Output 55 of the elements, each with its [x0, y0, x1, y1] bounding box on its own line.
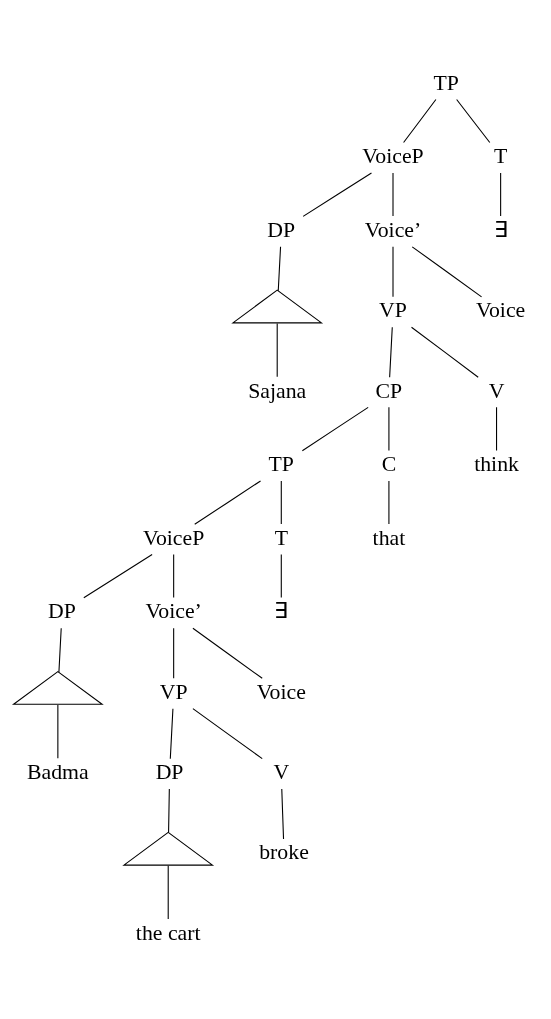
node-text: think: [474, 452, 519, 477]
connector: [194, 480, 262, 525]
node-text: that: [372, 525, 406, 550]
connector: [301, 406, 369, 452]
connector: [192, 627, 263, 679]
node-text: VoiceP: [143, 525, 205, 550]
node-text: V: [488, 378, 505, 403]
node-text: Voice: [476, 298, 526, 323]
connector: [57, 704, 59, 759]
node-triangle: [231, 289, 324, 324]
node-text: VP: [159, 679, 188, 704]
connector: [500, 172, 502, 217]
node-text: the cart: [135, 920, 201, 945]
node-text: broke: [259, 840, 309, 865]
connector: [83, 553, 153, 599]
node-text: TP: [268, 452, 294, 477]
connector: [192, 708, 263, 760]
connector: [411, 246, 483, 298]
connector: [168, 788, 170, 833]
node-text: VoiceP: [362, 144, 424, 169]
connector: [280, 553, 282, 599]
connector: [403, 98, 437, 144]
connector: [58, 627, 62, 673]
connector: [173, 627, 175, 679]
connector: [389, 326, 393, 378]
connector: [496, 406, 498, 451]
node-text: Voice’: [364, 217, 422, 242]
node-text: T: [493, 144, 508, 169]
connector: [281, 788, 285, 840]
node-triangle: [11, 670, 104, 705]
node-text: CP: [375, 378, 403, 403]
connector: [169, 708, 174, 760]
node-text: Sajana: [248, 378, 307, 403]
node-text: ∃: [493, 217, 508, 242]
connector: [173, 553, 175, 599]
node-text: Voice’: [145, 599, 202, 624]
node-text: C: [381, 452, 397, 477]
node-text: V: [273, 759, 290, 784]
node-text: TP: [433, 70, 459, 95]
node-text: DP: [267, 217, 296, 242]
node-text: T: [274, 525, 288, 550]
connector: [277, 246, 282, 292]
node-text: VP: [379, 298, 407, 323]
node-triangle: [122, 831, 215, 866]
node-text: DP: [155, 759, 184, 784]
node-text: Voice: [256, 679, 306, 704]
connector: [167, 865, 169, 920]
connector: [276, 322, 278, 378]
connector: [410, 326, 479, 378]
node-text: Badma: [27, 759, 89, 784]
connector: [280, 480, 282, 525]
node-text: ∃: [274, 599, 289, 624]
connector: [302, 172, 372, 217]
node-text: DP: [48, 599, 76, 624]
connector: [456, 98, 491, 144]
